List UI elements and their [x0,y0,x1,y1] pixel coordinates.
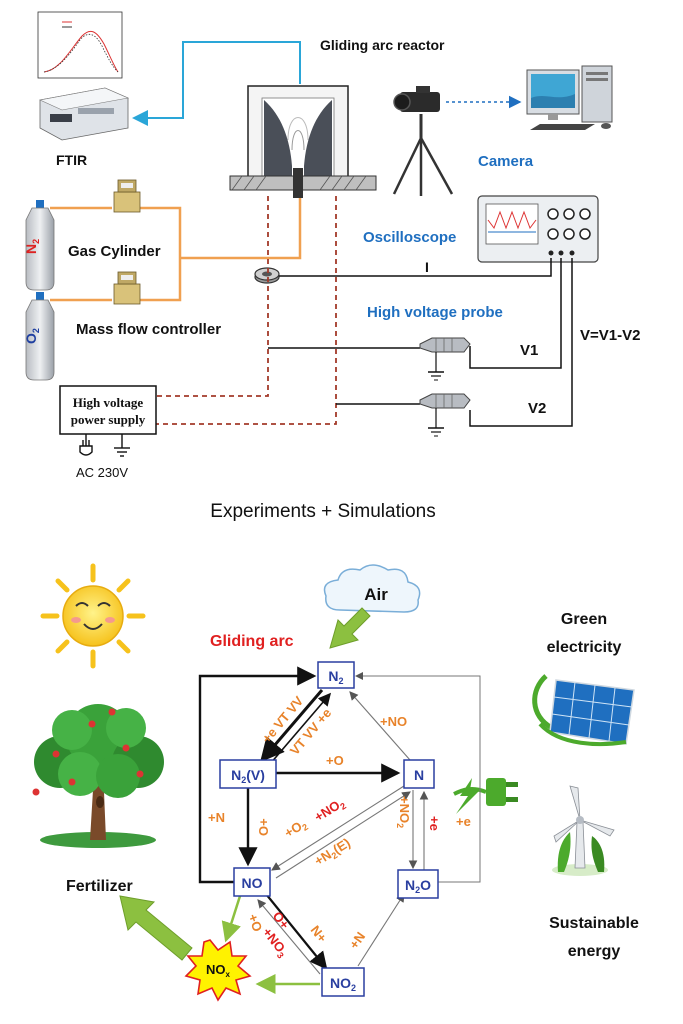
high-voltage-lines [155,196,337,425]
svg-text:N2: N2 [328,668,343,686]
v1-signal-line [469,258,562,369]
n-to-no-arrow [271,785,405,871]
ac-label: AC 230V [76,465,128,480]
ground-icon [114,434,130,457]
current-signal-line [279,258,552,277]
n2v-to-n2-arrow [269,692,332,765]
node-n2: N2 [317,661,355,689]
gliding-arc-reactor [229,85,377,198]
node-n2v: N2(V) [219,759,277,789]
oscilloscope-label: Oscilloscope [363,229,456,246]
no-to-nox-arrow [221,895,242,943]
rxn-plus-no2-vertical: +NO2 [395,796,412,828]
no2-to-no-arrow [257,899,321,975]
probe-label: High voltage probe [367,304,503,321]
node-n: N [403,759,435,789]
rxn-plus-o2: +O2 [282,816,310,842]
n-to-n2-arrow [349,691,411,761]
rxn-plus-n: +N [208,810,225,825]
rxn-plus-o-lower: +O [245,912,265,934]
o2-gas-cylinder: O2 [23,292,55,381]
solar-panel-icon [532,674,635,747]
svg-text:NO: NO [242,875,263,891]
oscilloscope-device [477,195,599,263]
v1-label: V1 [520,342,538,359]
svg-text:NO2: NO2 [330,975,356,993]
reactor-label: Gliding arc reactor [320,37,445,53]
mfc-label: Mass flow controller [76,321,221,338]
mass-flow-controller-upper [113,179,141,213]
no-to-n-arrow [275,791,411,879]
n2o-to-n2-loop-arrow [355,672,481,883]
node-n2o: N2O [397,869,439,899]
gas-feed-tubes [50,198,302,302]
current-probe [254,267,280,284]
air-cloud-icon [323,564,421,613]
fertilizer-label: Fertilizer [66,878,133,895]
green-electricity-label-2: electricity [547,639,622,656]
svg-text:O2: O2 [23,328,41,344]
no-to-n2-loop-arrow [198,666,317,884]
current-label: I [425,259,429,275]
psu-label-line1: High voltage [73,395,144,410]
rxn-plus-e-red: +e [427,816,442,831]
rxn-plus-o-top: +O [326,753,344,768]
power-plug-icon [453,778,518,814]
node-no: NO [233,867,271,897]
ac-plug-icon [79,434,93,456]
sun-icon [40,563,146,669]
rxn-plus-n-diag: +N [346,929,368,952]
tree-icon [32,704,164,848]
green-electricity-label-1: Green [561,611,607,628]
ftir-device [39,87,130,141]
svg-text:N2(V): N2(V) [231,767,265,785]
camera-label: Camera [478,153,534,170]
rxn-plus-no: +NO [380,714,407,729]
computer-icon [526,65,613,130]
rxn-plus-e-orange: +e [456,814,471,829]
node-nox-starburst: NOx [184,939,252,1002]
camera-icon [392,86,454,196]
svg-text:NOx: NOx [206,962,231,979]
rxn-o-plus: O+ [256,818,271,836]
v-formula-label: V=V1-V2 [580,327,640,344]
ftir-label: FTIR [56,152,87,168]
n2-gas-cylinder: N2 [23,200,55,291]
mass-flow-controller-lower [113,271,141,305]
sustainable-label-2: energy [568,943,621,960]
gas-sampling-line [132,41,301,126]
v2-label: V2 [528,400,546,417]
section-title: Experiments + Simulations [210,501,435,522]
air-label: Air [364,585,388,604]
air-inflow-arrow [329,607,371,649]
sustainable-label-1: Sustainable [549,915,639,932]
ftir-plot-thumbnail [37,11,123,79]
node-no2: NO2 [321,967,365,997]
n2-to-n2v-arrow [260,689,324,763]
gliding-arc-label: Gliding arc [210,633,294,650]
hv-probe-v1 [419,337,471,381]
wind-turbine-icon [552,785,615,876]
no2-to-n2o-arrow [357,893,405,967]
rxn-plus-no2-red: +NO2 [312,795,348,826]
svg-text:N2O: N2O [405,877,431,895]
rxn-plus-no3: +NO3 [258,925,291,961]
hv-probe-v2 [419,393,471,437]
hv-power-supply [59,385,157,435]
nox-to-fertilizer-arrow [119,895,193,961]
v2-signal-line [469,258,573,427]
psu-label-line2: power supply [71,412,146,427]
no-to-no2-arrow [265,893,328,970]
rxn-n-plus: N+ [308,923,331,946]
gas-cylinder-label: Gas Cylinder [68,243,161,260]
svg-text:N2: N2 [23,239,41,254]
svg-text:N: N [414,767,424,783]
